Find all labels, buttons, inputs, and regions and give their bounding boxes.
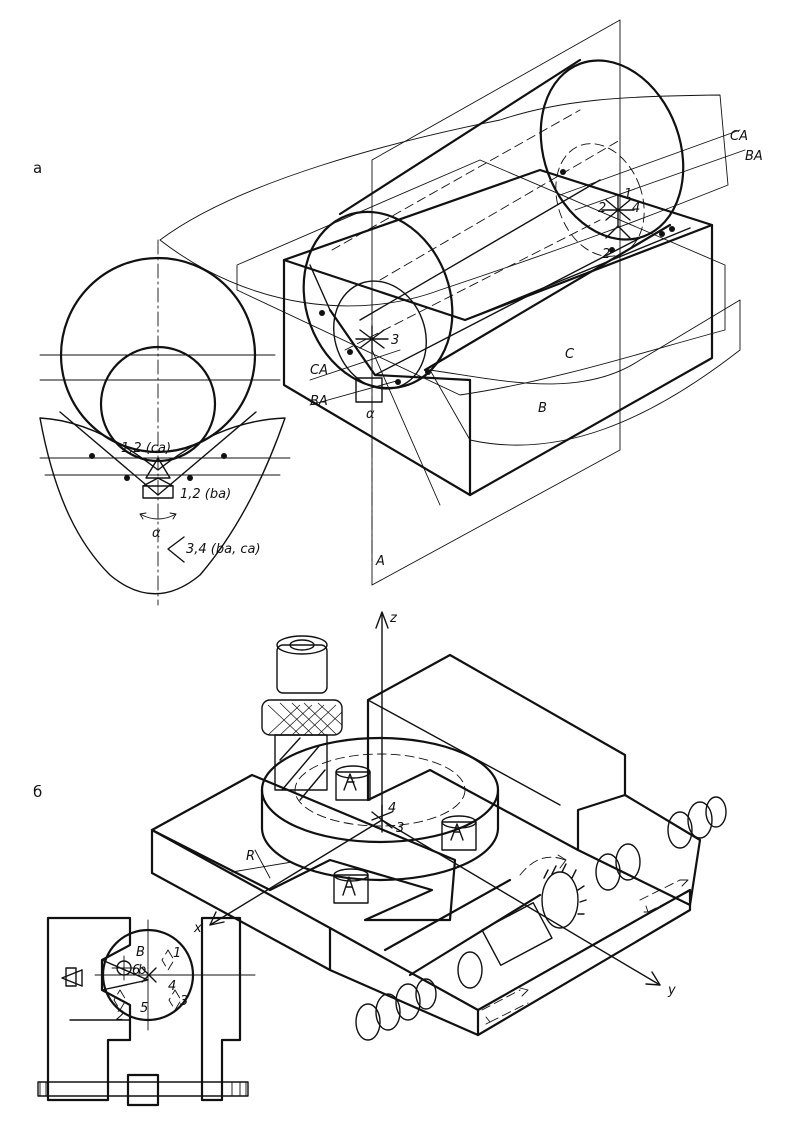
lead-screw-middle bbox=[457, 843, 641, 989]
plan-label-5: 5 bbox=[140, 1001, 148, 1016]
label-plane-c: C bbox=[565, 347, 575, 362]
locating-pin-2 bbox=[441, 815, 477, 851]
label-plane-ca-left: CA bbox=[310, 363, 328, 378]
fixture-iso-view: z bbox=[150, 611, 727, 1041]
lead-screw-front bbox=[355, 978, 437, 1041]
plan-label-3: 3 bbox=[180, 994, 188, 1009]
plan-label-1: 1 bbox=[173, 946, 181, 961]
plan-rail bbox=[37, 1081, 249, 1097]
lead-screw-rear bbox=[667, 796, 727, 849]
prism-block-front bbox=[282, 258, 472, 497]
right-jaw bbox=[200, 916, 242, 1102]
x-axis-label: x bbox=[193, 921, 202, 936]
rotation-arrow bbox=[519, 856, 566, 876]
isometric-prism-view: CA BA CA BA A B C 1 2 3 4 2 α bbox=[159, 19, 763, 586]
alpha-label-section: α bbox=[152, 526, 161, 541]
drill-tool bbox=[261, 635, 343, 801]
locating-pin-1 bbox=[335, 765, 371, 801]
z-axis-label: z bbox=[389, 611, 398, 626]
datum-star-far bbox=[601, 194, 635, 227]
label-plane-ba-left: BA bbox=[310, 394, 328, 409]
label-point-4: 4 bbox=[632, 201, 640, 216]
plan-label-4: 4 bbox=[168, 979, 176, 994]
plan-rail-nut bbox=[126, 1073, 160, 1107]
datum-angle-icon bbox=[167, 536, 185, 563]
label-plane-ca: CA bbox=[730, 129, 748, 144]
label-plane-a: A bbox=[375, 554, 385, 569]
datum-star-table bbox=[371, 804, 393, 833]
base-plate-top bbox=[150, 773, 457, 922]
cs-label-12ba: 1,2 (ba) bbox=[180, 487, 231, 502]
plan-label-B: B bbox=[136, 945, 145, 960]
locating-pin-3 bbox=[333, 868, 369, 904]
center-num-3: 3 bbox=[396, 821, 404, 836]
plane-c bbox=[236, 159, 726, 396]
plane-b bbox=[429, 299, 741, 446]
plan-label-b: b bbox=[138, 963, 146, 978]
label-point-2b: 2 bbox=[602, 247, 610, 262]
label-alpha-small: α bbox=[366, 407, 375, 422]
left-jaw bbox=[46, 916, 132, 1102]
label-plane-ba: BA bbox=[745, 149, 763, 164]
prism-block-side bbox=[468, 223, 714, 497]
prism-groove bbox=[328, 308, 472, 382]
rear-block bbox=[366, 653, 627, 852]
label-point-3: 3 bbox=[391, 333, 399, 348]
cs-label-12ca: 1,2 (ca) bbox=[121, 441, 171, 456]
cylinder-near-end-small bbox=[333, 280, 427, 390]
radius-label: R bbox=[246, 849, 255, 864]
label-plane-b: B bbox=[538, 401, 547, 416]
datum-square-near bbox=[355, 377, 383, 403]
datum-square-icon bbox=[142, 485, 174, 499]
cylinder-far-end-large bbox=[539, 59, 685, 241]
v-block-section bbox=[39, 417, 286, 595]
cross-section-view: α 1,2 (ca) 1,2 (ba) 3,4 (ba, ca) bbox=[39, 239, 291, 606]
cs-label-34: 3,4 (ba, ca) bbox=[186, 542, 261, 557]
datum-star-near bbox=[355, 325, 389, 353]
label-point-1: 1 bbox=[624, 187, 632, 202]
y-axis bbox=[381, 819, 661, 986]
label-point-2: 2 bbox=[598, 201, 606, 216]
y-axis-label: y bbox=[667, 983, 676, 998]
x-axis bbox=[209, 819, 383, 926]
plane-a bbox=[371, 19, 621, 586]
slide-bar bbox=[328, 926, 480, 1037]
part-b-label: б bbox=[33, 783, 42, 801]
fixture-plan-view: 1 2 3 4 5 B 6 b bbox=[37, 916, 256, 1107]
part-a-label: а bbox=[33, 159, 42, 177]
cylinder-near-end-large bbox=[302, 210, 454, 390]
plane-horizontal bbox=[159, 94, 729, 307]
plan-label-6: 6 bbox=[132, 963, 140, 978]
plan-label-2: 2 bbox=[116, 1009, 124, 1024]
center-num-4: 4 bbox=[388, 801, 396, 816]
